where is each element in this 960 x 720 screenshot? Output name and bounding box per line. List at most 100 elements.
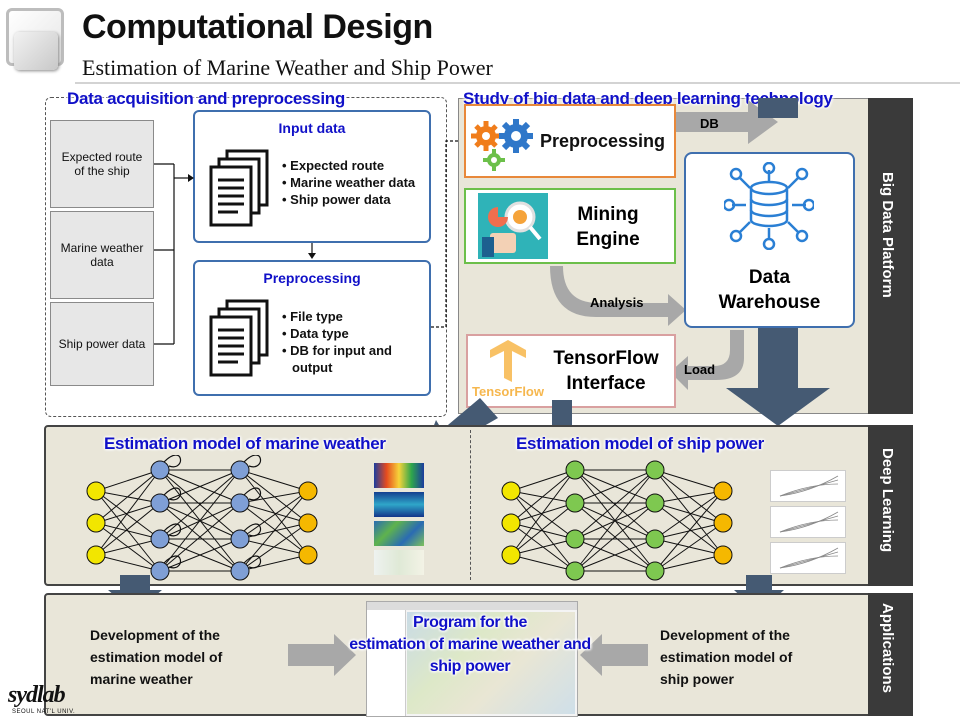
power-model-title: Estimation model of ship power: [516, 434, 764, 453]
nn-connection: [159, 502, 241, 572]
nn-connection: [654, 490, 724, 504]
nn-node: [565, 460, 585, 480]
input-data-bullets: • Expected route • Marine weather data •…: [282, 158, 416, 207]
nn-connection: [95, 554, 161, 572]
nn-connection: [239, 490, 309, 540]
applications-sidebar: [868, 593, 913, 716]
nn-connection: [654, 469, 724, 492]
weather-map-thumbnail: [374, 492, 424, 517]
nn-node: [713, 513, 733, 533]
input-data-title: Input data: [278, 120, 346, 136]
acquisition-title: Data acquisition and preprocessing: [67, 89, 345, 108]
sydlab-logo: sydlab: [8, 682, 66, 708]
source-ship-power: Ship power data: [50, 302, 154, 386]
weather-map-thumbnail: [374, 521, 424, 546]
bigdata-sidebar: [868, 98, 913, 414]
weather-map-thumbnail: [374, 550, 424, 575]
nn-connection: [239, 522, 309, 572]
bigdata-flow-arrows: [550, 98, 830, 426]
source-route: Expected route of the ship: [50, 120, 154, 208]
nn-recurrent-loop: [163, 555, 182, 569]
nn-connection: [95, 538, 161, 556]
bigdata-title: Study of big data and deep learning tech…: [463, 89, 833, 108]
preprocessing-title: Preprocessing: [263, 270, 361, 286]
power-chart-thumbnail: [770, 470, 846, 502]
deep-divider: [470, 430, 471, 580]
nn-node: [713, 545, 733, 565]
nn-connection: [574, 469, 656, 504]
nn-recurrent-loop: [243, 523, 262, 537]
nn-node: [501, 513, 521, 533]
nn-node: [645, 561, 665, 581]
power-chart-thumbnail: [770, 506, 846, 538]
nn-connection: [654, 522, 724, 572]
program-title: Program for the estimation of marine wea…: [349, 614, 591, 675]
nn-recurrent-loop: [243, 487, 262, 501]
nn-node: [86, 513, 106, 533]
nn-connection: [239, 502, 309, 524]
mining-engine-label: Mining Engine: [576, 204, 640, 250]
applications-side-label: Applications: [879, 603, 896, 694]
load-arrow-label: Load: [684, 362, 716, 377]
nn-node: [298, 513, 318, 533]
nn-connection: [159, 469, 241, 572]
nn-connection: [510, 490, 576, 540]
nn-connection: [95, 502, 161, 556]
nn-node: [501, 481, 521, 501]
header-logo-square-front: [14, 32, 58, 70]
page-title: Computational Design: [82, 8, 433, 46]
db-arrow-label: DB: [700, 116, 719, 131]
app-power-model-text: Development of the estimation model of s…: [660, 627, 793, 687]
nn-connection: [159, 538, 241, 572]
nn-connection: [239, 554, 309, 572]
nn-connection: [95, 469, 161, 524]
nn-node: [150, 561, 170, 581]
nn-connection: [510, 469, 576, 556]
nn-connection: [510, 554, 576, 572]
mining-analytics-icon: [478, 193, 548, 259]
nn-connection: [95, 469, 161, 556]
nn-node: [645, 529, 665, 549]
program-side-panel: [367, 610, 406, 716]
nn-connection: [654, 490, 724, 540]
nn-connection: [95, 522, 161, 540]
nn-connection: [159, 469, 241, 540]
power-chart-curves: [779, 475, 839, 569]
nn-node: [298, 481, 318, 501]
nn-connection: [510, 538, 576, 556]
nn-node: [150, 460, 170, 480]
nn-node: [713, 481, 733, 501]
nn-connection: [510, 469, 576, 492]
analysis-arrow-label: Analysis: [590, 295, 644, 310]
preprocessing-module: [464, 104, 676, 178]
tensorflow-logo-text: TensorFlow: [472, 384, 544, 399]
nn-node: [565, 529, 585, 549]
nn-recurrent-loop: [163, 523, 182, 537]
nn-node: [230, 529, 250, 549]
nn-node: [501, 545, 521, 565]
nn-connection: [654, 490, 724, 572]
nn-recurrent-loop: [243, 455, 262, 468]
nn-connection: [654, 502, 724, 556]
nn-connection: [574, 469, 656, 540]
nn-connection: [510, 522, 576, 540]
nn-connection: [510, 502, 576, 556]
nn-node: [230, 493, 250, 513]
nn-connection: [654, 554, 724, 572]
nn-node: [565, 493, 585, 513]
deep-learning-sidebar: [868, 425, 913, 586]
nn-connection: [159, 469, 241, 504]
nn-node: [645, 460, 665, 480]
tensorflow-interface-label: TensorFlow Interface: [553, 348, 659, 394]
deep-learning-side-label: Deep Learning: [879, 448, 896, 553]
nn-node: [150, 493, 170, 513]
gears-icon: [471, 119, 533, 171]
nn-connection: [574, 502, 656, 572]
nn-node: [150, 529, 170, 549]
program-map-area: [407, 612, 575, 714]
nn-recurrent-loop: [163, 487, 182, 501]
nn-node: [86, 545, 106, 565]
nn-node: [230, 460, 250, 480]
nn-connection: [95, 469, 161, 492]
